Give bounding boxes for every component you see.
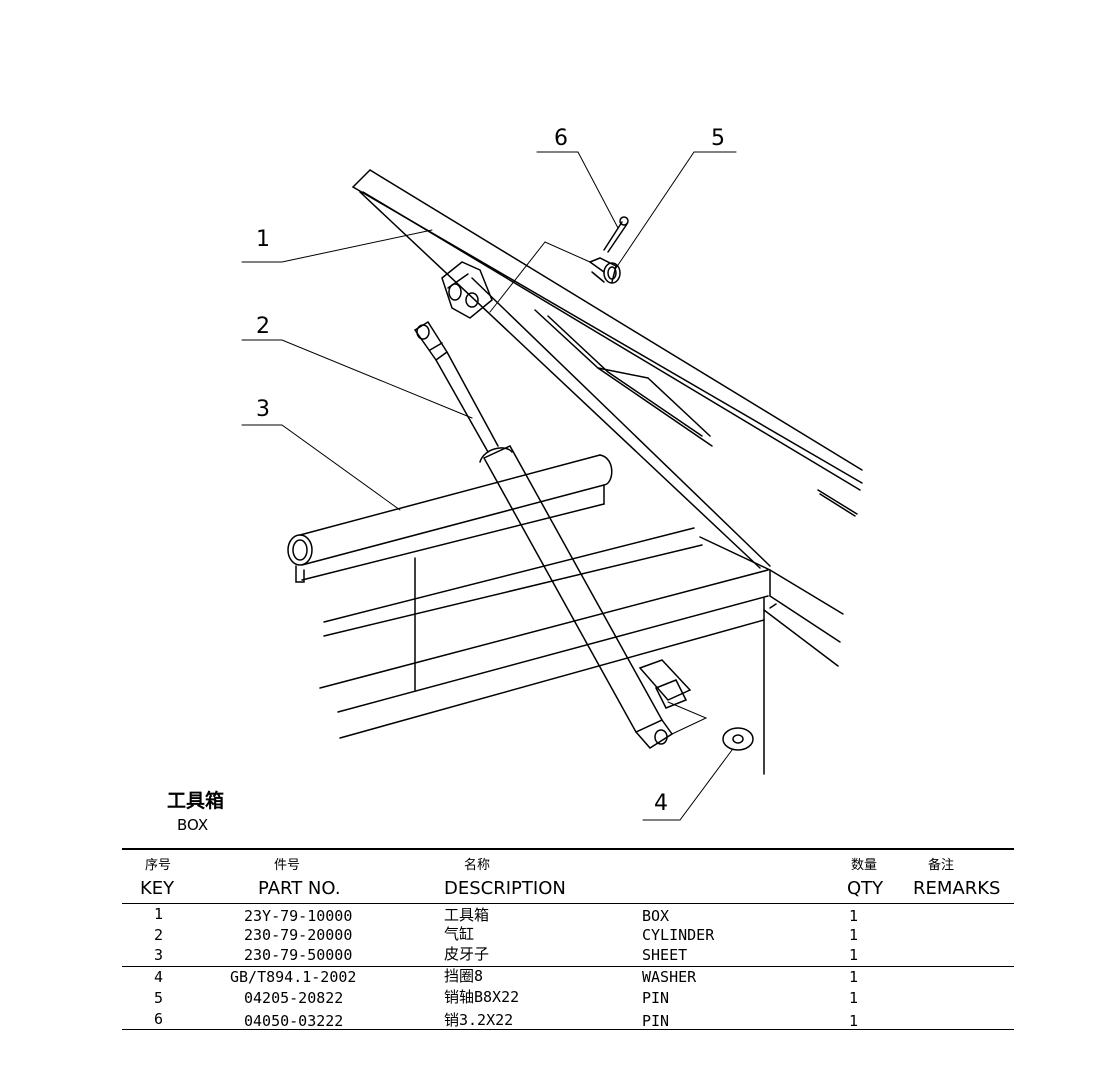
- callout-2: 2: [256, 314, 270, 339]
- header-qty-cn: 数量: [851, 858, 878, 873]
- pin-part: [589, 257, 621, 284]
- row-qty: 1: [849, 946, 859, 964]
- header-remarks: REMARKS: [913, 878, 1001, 899]
- row-key: 5: [154, 989, 164, 1007]
- table-top-rule: [122, 848, 1014, 850]
- callout-3: 3: [256, 397, 270, 422]
- assembly-title-en: BOX: [177, 816, 209, 834]
- header-description-cn: 名称: [464, 858, 491, 873]
- row-key: 2: [154, 926, 164, 944]
- header-key-cn: 序号: [145, 858, 172, 873]
- row-key: 3: [154, 946, 164, 964]
- callout-1: 1: [256, 227, 270, 252]
- row-name-cn: 皮牙子: [444, 945, 490, 963]
- callout-5: 5: [711, 126, 725, 151]
- box-body: [319, 527, 844, 775]
- row-qty: 1: [849, 926, 859, 944]
- row-name-cn: 销轴B8X22: [444, 988, 520, 1006]
- header-key: KEY: [140, 878, 175, 899]
- row-part-no: 23Y-79-10000: [244, 907, 353, 925]
- row-name-cn: 气缸: [444, 925, 475, 943]
- row-name-en: CYLINDER: [642, 926, 715, 944]
- row-name-en: SHEET: [642, 946, 688, 964]
- row-name-en: PIN: [642, 1012, 670, 1030]
- row-key: 1: [154, 905, 164, 923]
- row-part-no: 04050-03222: [244, 1012, 344, 1030]
- header-description: DESCRIPTION: [444, 878, 566, 899]
- gas-cylinder-part: [413, 320, 674, 749]
- row-qty: 1: [849, 1012, 859, 1030]
- header-remarks-cn: 备注: [928, 858, 955, 873]
- row-key: 6: [154, 1010, 164, 1028]
- exploded-view-drawing: 1 2 3 4 5 6: [241, 126, 863, 821]
- row-part-no: 230-79-20000: [244, 926, 353, 944]
- callout-4: 4: [654, 791, 668, 816]
- row-part-no: 230-79-50000: [244, 946, 353, 964]
- row-part-no: GB/T894.1-2002: [230, 968, 357, 986]
- lid-part: [352, 169, 863, 569]
- table-group-rule: [122, 966, 1014, 967]
- callout-6: 6: [554, 126, 568, 151]
- row-key: 4: [154, 968, 164, 986]
- assembly-title-cn: 工具箱: [167, 790, 225, 812]
- row-qty: 1: [849, 968, 859, 986]
- assembly-guide-lines: [489, 241, 708, 735]
- table-bottom-rule: [122, 1029, 1014, 1030]
- row-name-en: BOX: [642, 907, 670, 925]
- row-name-en: PIN: [642, 989, 670, 1007]
- row-qty: 1: [849, 989, 859, 1007]
- parts-table: 序号 件号 名称 数量 备注 KEY PART NO. DESCRIPTION …: [122, 848, 1014, 1033]
- row-name-cn: 挡圈8: [444, 967, 484, 985]
- header-qty: QTY: [847, 878, 884, 899]
- row-qty: 1: [849, 907, 859, 925]
- row-name-cn: 销3.2X22: [444, 1011, 514, 1029]
- washer-part: [722, 727, 754, 751]
- row-name-en: WASHER: [642, 968, 697, 986]
- row-part-no: 04205-20822: [244, 989, 344, 1007]
- header-part-no: PART NO.: [258, 878, 341, 899]
- leader-lines: [241, 151, 737, 821]
- cotter-pin-part: [603, 216, 629, 253]
- hinge-rod-part: [287, 454, 613, 583]
- row-name-cn: 工具箱: [444, 906, 490, 924]
- table-header-rule: [122, 903, 1014, 904]
- header-part-no-cn: 件号: [274, 858, 301, 873]
